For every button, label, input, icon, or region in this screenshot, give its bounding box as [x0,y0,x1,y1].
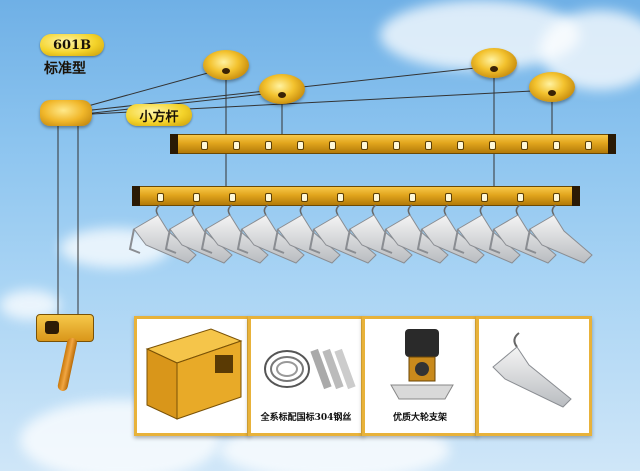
pulley-icon [529,72,575,102]
lower-drying-bar [132,186,580,206]
model-type-label: 标准型 [44,61,86,77]
pulley-bracket-caption: 优质大轮支架 [392,413,447,423]
pulley-icon [471,48,517,78]
pulley-icon [259,74,305,104]
panel-steel-wire: 全系标配国标304钢丝 [248,316,364,436]
panel-square-bar-profile [134,316,250,436]
hand-crank-icon [36,314,94,342]
wall-pulley-box [40,100,92,126]
model-badge: 601B [40,34,104,56]
panel-pulley-bracket: 优质大轮支架 [362,316,478,436]
pulley-icon [203,50,249,80]
upper-drying-bar [170,134,616,154]
panel-hanger [476,316,592,436]
bar-label-badge: 小方杆 [126,104,192,126]
steel-wire-caption: 全系标配国标304钢丝 [260,413,352,423]
